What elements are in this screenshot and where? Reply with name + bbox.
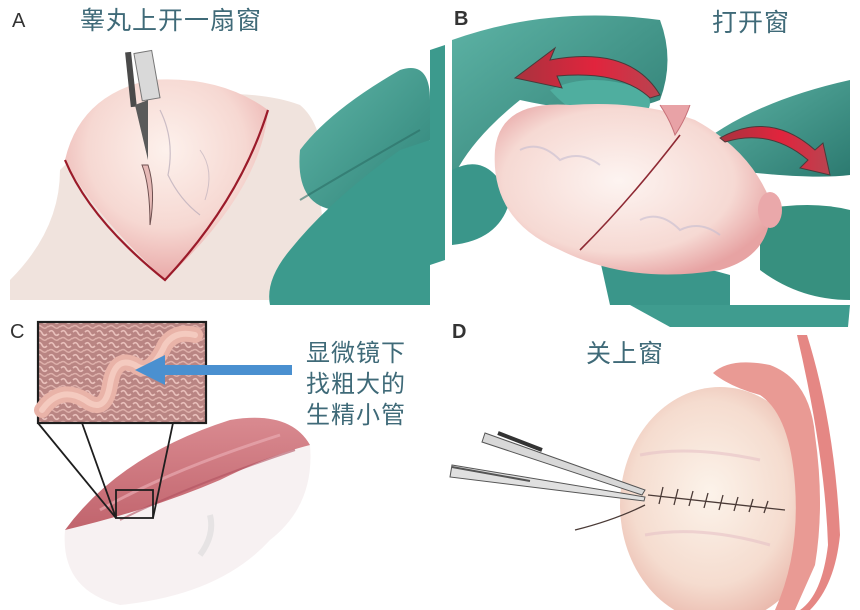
panel-b-caption: 打开窗 [712, 8, 791, 37]
panel-d: D 关上窗 [430, 305, 860, 610]
open-left-arrow-icon [513, 46, 661, 99]
panel-c-illustration [34, 320, 311, 605]
panel-c: C 显微镜下 找粗大的 生精小管 [0, 305, 430, 610]
panel-a-letter: A [12, 10, 26, 32]
pointer-arrow-icon [135, 355, 292, 385]
panel-c-caption: 显微镜下 找粗大的 生精小管 [306, 338, 406, 431]
incision-line [63, 109, 270, 282]
panel-b-illustration [430, 15, 850, 305]
panel-a-caption: 睾丸上开一扇窗 [80, 6, 263, 35]
panel-b-letter: B [454, 8, 469, 30]
magnification-callout [37, 422, 174, 519]
panel-d-letter: D [452, 321, 467, 343]
panel-b: B 打开窗 [430, 0, 860, 305]
scalpel-icon [125, 49, 161, 160]
panel-a-illustration [10, 49, 430, 305]
epididymis [713, 335, 840, 610]
panel-a: A 睾丸上开一扇窗 [0, 0, 430, 305]
panel-d-illustration [449, 305, 850, 610]
caption-line-2: 找粗大的 [306, 370, 406, 398]
forceps-icon [449, 431, 646, 502]
panel-c-letter: C [10, 321, 25, 343]
suture-line [574, 486, 786, 531]
microscope-inset [34, 320, 208, 425]
gloved-hand-icon [269, 68, 430, 305]
caption-line-3: 生精小管 [306, 401, 406, 429]
panel-d-caption: 关上窗 [586, 339, 665, 368]
caption-line-1: 显微镜下 [306, 339, 406, 367]
open-right-arrow-icon [719, 126, 831, 176]
